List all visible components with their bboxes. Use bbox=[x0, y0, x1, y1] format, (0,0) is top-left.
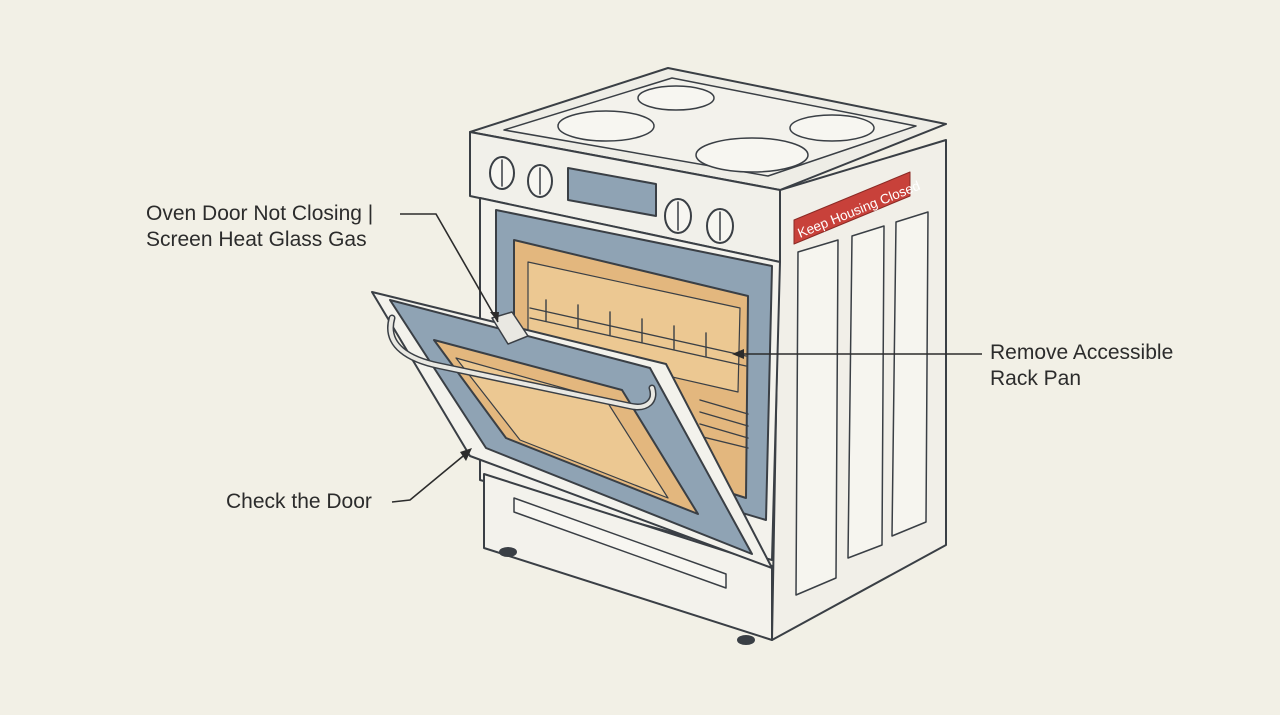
callout-leader-check bbox=[391, 451, 469, 503]
warning-label-bg bbox=[793, 171, 911, 245]
side-recess-2 bbox=[847, 225, 885, 559]
burner-back-left bbox=[637, 85, 715, 111]
oven-rack-upper bbox=[529, 299, 747, 367]
burner-back-right bbox=[789, 114, 875, 142]
knob-3-icon bbox=[664, 198, 692, 234]
foot-left bbox=[499, 547, 517, 557]
foot-right bbox=[737, 635, 755, 645]
arrowhead-rack-icon bbox=[732, 349, 744, 359]
callout-leader-door bbox=[400, 213, 499, 323]
callout-check-text: Check the Door bbox=[226, 490, 372, 513]
side-recess-1 bbox=[795, 239, 839, 596]
callout-remove-rack: Remove Accessible Rack Pan bbox=[990, 340, 1173, 392]
callout-rack-line-1: Remove Accessible bbox=[990, 341, 1174, 364]
knob-1-icon bbox=[489, 156, 515, 190]
arrowhead-door-icon bbox=[490, 312, 499, 322]
knob-2-icon bbox=[527, 164, 553, 198]
display-panel bbox=[567, 167, 657, 217]
cooktop-glass bbox=[503, 77, 917, 177]
callout-door-line-2: Screen Heat Glass Gas bbox=[146, 228, 367, 251]
arrowhead-check-icon bbox=[460, 448, 472, 461]
burner-front-right bbox=[695, 137, 809, 173]
door-latch bbox=[491, 311, 529, 345]
door-window-inner bbox=[455, 357, 669, 499]
drawer-handle bbox=[513, 497, 727, 589]
side-recess-3 bbox=[891, 211, 929, 537]
callout-door-not-closing: Oven Door Not Closing | Screen Heat Glas… bbox=[146, 201, 373, 253]
knob-4-icon bbox=[706, 208, 734, 244]
callout-rack-line-2: Rack Pan bbox=[990, 367, 1082, 390]
burner-front-left bbox=[557, 110, 655, 142]
oven-interior-back bbox=[527, 261, 741, 393]
callout-check-door: Check the Door bbox=[226, 489, 372, 515]
callout-door-line-1: Oven Door Not Closing | bbox=[146, 202, 374, 225]
